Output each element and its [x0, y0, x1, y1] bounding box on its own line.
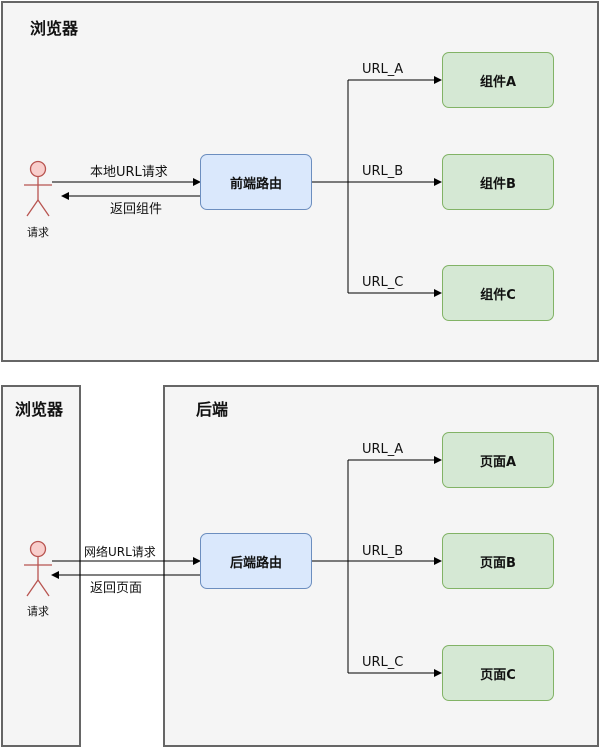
response-label-bottom: 返回页面	[90, 581, 143, 596]
browser-frame-bottom	[1, 385, 81, 747]
browser-frame-bottom-title: 浏览器	[15, 400, 64, 419]
route-label-bottom-b: URL_B	[362, 544, 404, 559]
route-label-top-c: URL_C	[362, 275, 404, 290]
request-label-bottom: 网络URL请求	[84, 545, 156, 559]
frontend-router-box: 前端路由	[200, 154, 312, 210]
backend-frame-title: 后端	[196, 400, 229, 419]
actor-label-bottom: 请求	[27, 605, 49, 618]
component-c-box: 组件C	[442, 265, 554, 321]
browser-frame-top-title: 浏览器	[30, 19, 79, 38]
page-b-box: 页面B	[442, 533, 554, 589]
actor-icon-top	[24, 160, 52, 217]
route-label-bottom-a: URL_A	[362, 442, 404, 457]
actor-icon-bottom	[24, 540, 52, 597]
component-a-box: 组件A	[442, 52, 554, 108]
page-a-box: 页面A	[442, 432, 554, 488]
backend-router-box: 后端路由	[200, 533, 312, 589]
request-label-top: 本地URL请求	[90, 165, 168, 180]
route-label-top-b: URL_B	[362, 164, 404, 179]
page-c-box: 页面C	[442, 645, 554, 701]
response-label-top: 返回组件	[110, 202, 163, 217]
route-label-bottom-c: URL_C	[362, 655, 404, 670]
route-label-top-a: URL_A	[362, 62, 404, 77]
actor-label-top: 请求	[27, 226, 49, 239]
component-b-box: 组件B	[442, 154, 554, 210]
